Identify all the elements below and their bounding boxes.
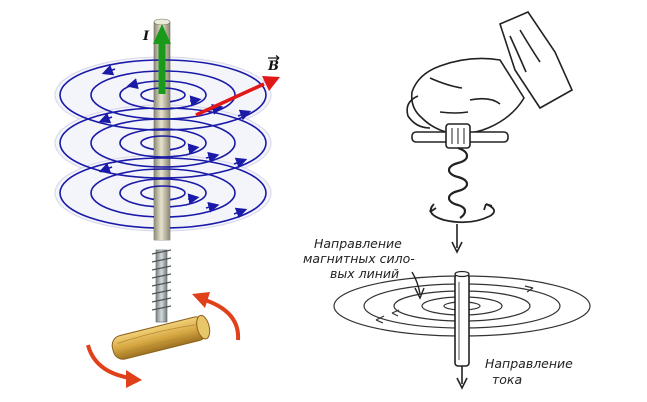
- caption-line-3: вых линий: [330, 266, 399, 281]
- current-label: I: [142, 29, 150, 44]
- b-vector-arrow: [195, 76, 280, 117]
- corkscrew-handle: [411, 123, 509, 149]
- left-diagram: I B: [54, 18, 280, 388]
- caption-line-1: Направление: [314, 236, 402, 251]
- rotation-arrowhead-left: [126, 370, 142, 388]
- caption-line-2: магнитных сило-: [303, 251, 415, 266]
- corkscrew-left: [151, 249, 172, 323]
- current-direction-caption: Направление тока: [485, 356, 573, 387]
- rotation-direction-arrow: [429, 203, 496, 224]
- rotation-arrows: [86, 298, 241, 380]
- field-direction-caption: Направление магнитных сило- вых линий: [303, 236, 415, 281]
- field-vector-label: B: [267, 59, 279, 74]
- current-arrow-right: [456, 366, 468, 390]
- current-direction-arrow: [153, 24, 171, 94]
- current-caption-line-1: Направление: [485, 356, 573, 371]
- conductor-right: [454, 270, 470, 367]
- caption-pointer: [411, 271, 421, 295]
- down-arrow: [451, 224, 463, 254]
- current-caption-line-2: тока: [492, 372, 522, 387]
- right-diagram: Направление магнитных сило- вых линий На…: [303, 11, 591, 390]
- corkscrew-spiral: [447, 146, 469, 219]
- hand-drawing: [406, 11, 574, 135]
- rotation-arrowhead-right: [192, 292, 210, 308]
- wooden-handle: [111, 314, 211, 360]
